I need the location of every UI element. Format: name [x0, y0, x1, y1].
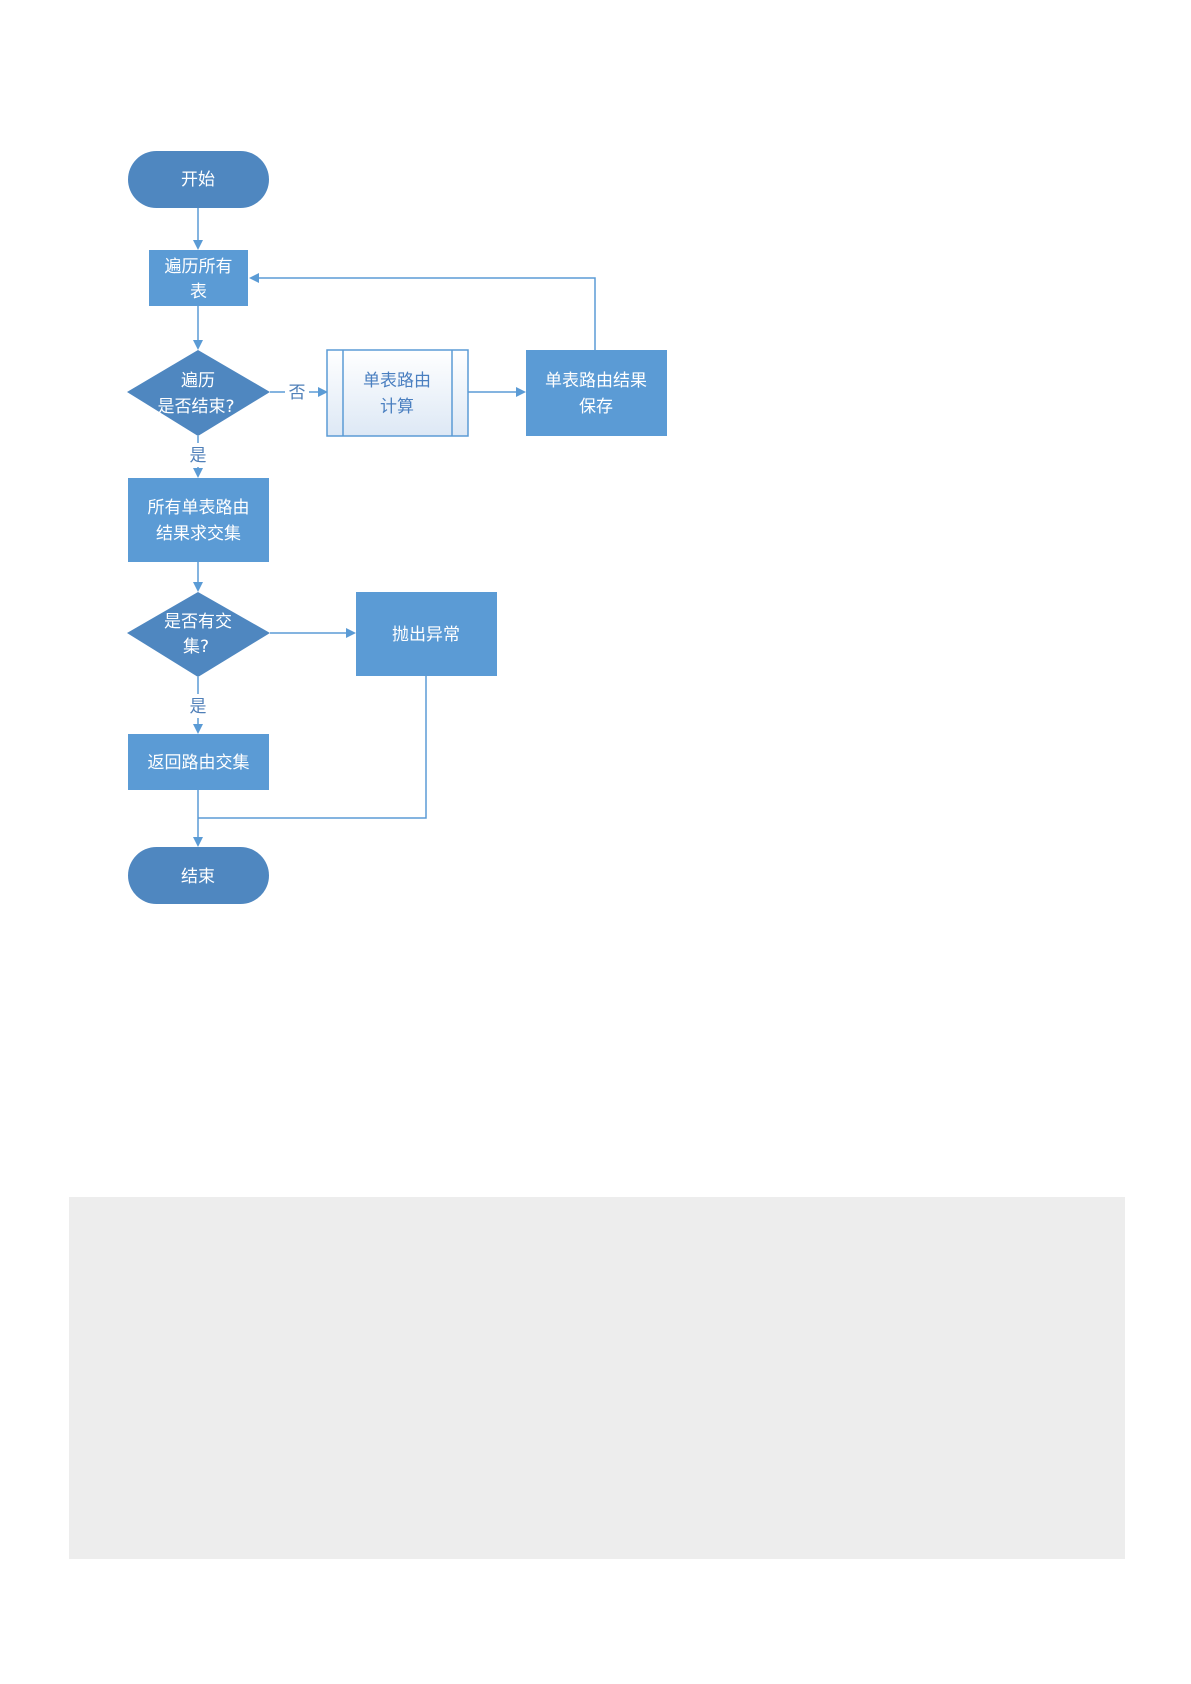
node-has-intersection-decision: 是否有交 集? — [127, 592, 270, 677]
node-traverse-done-line2: 是否结束? — [157, 397, 234, 417]
empty-gray-panel — [69, 1197, 1125, 1559]
node-single-save: 单表路由结果 保存 — [526, 350, 667, 436]
node-traverse-tables-line2: 表 — [190, 282, 207, 302]
node-single-save-line2: 保存 — [579, 397, 613, 417]
edge-label-yes-1: 是 — [190, 446, 207, 466]
node-intersect-line1: 所有单表路由 — [148, 498, 250, 518]
edge-label-no: 否 — [289, 383, 306, 403]
edge-label-yes-2: 是 — [190, 697, 207, 717]
node-traverse-tables-line1: 遍历所有 — [165, 257, 233, 277]
flowchart: 否 是 是 开始 遍历所有 表 遍历 是否结束? 单表路由 计算 单表路由结果 … — [127, 151, 667, 904]
node-throw-exception-label: 抛出异常 — [392, 625, 460, 645]
node-throw-exception: 抛出异常 — [356, 592, 497, 676]
edge-save-loop-back — [249, 273, 596, 350]
node-traverse-done-decision: 遍历 是否结束? — [127, 350, 270, 436]
node-end: 结束 — [128, 847, 269, 904]
node-traverse-tables: 遍历所有 表 — [149, 250, 248, 306]
node-start: 开始 — [128, 151, 269, 208]
node-return-intersection: 返回路由交集 — [128, 734, 269, 790]
edge-throw-to-end — [198, 676, 427, 819]
node-single-compute-line2: 计算 — [380, 397, 414, 417]
node-return-intersection-label: 返回路由交集 — [148, 753, 250, 773]
node-single-compute-line1: 单表路由 — [363, 371, 431, 391]
node-intersect-line2: 结果求交集 — [156, 524, 241, 544]
node-traverse-done-line1: 遍历 — [181, 371, 215, 391]
node-has-intersection-line2: 集? — [183, 637, 209, 657]
node-intersect: 所有单表路由 结果求交集 — [128, 478, 269, 562]
node-has-intersection-line1: 是否有交 — [164, 612, 232, 632]
node-start-label: 开始 — [181, 170, 215, 190]
node-single-compute: 单表路由 计算 — [326, 349, 469, 437]
node-end-label: 结束 — [181, 867, 215, 887]
node-single-save-line1: 单表路由结果 — [545, 371, 647, 391]
